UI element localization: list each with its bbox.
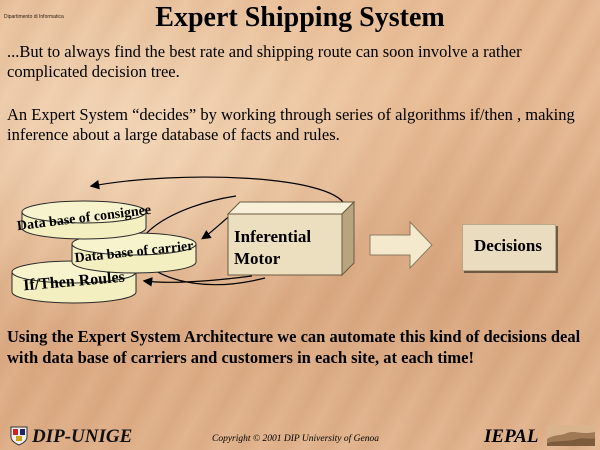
conclusion-paragraph: Using the Expert System Architecture we … xyxy=(7,327,581,367)
small-logo-text: Dipartimento di Informatica xyxy=(4,14,64,20)
footer-institution: DIP-UNIGE xyxy=(32,426,133,447)
expert-system-diagram: Data base of consignee Data base of carr… xyxy=(11,176,433,304)
arrow-to-rules xyxy=(142,275,253,287)
block-arrow-right xyxy=(369,220,433,270)
feedback-arrow-top xyxy=(89,176,346,206)
drum-consignee xyxy=(21,200,147,240)
footer-project: IEPAL xyxy=(484,426,539,447)
university-crest-icon xyxy=(10,426,28,446)
decisions-label: Decisions xyxy=(474,236,542,255)
inferential-motor-box xyxy=(226,200,356,277)
intro-paragraph: ...But to always find the best rate and … xyxy=(7,42,522,81)
footer-copyright: Copyright © 2001 DIP University of Genoa xyxy=(212,434,379,444)
decisions-box xyxy=(462,224,556,271)
expert-system-paragraph: An Expert System “decides” by working th… xyxy=(7,105,575,144)
landscape-image-icon xyxy=(547,425,595,446)
slide-title: Expert Shipping System xyxy=(155,2,445,33)
inferential-motor-label: Inferential Motor xyxy=(234,227,312,268)
